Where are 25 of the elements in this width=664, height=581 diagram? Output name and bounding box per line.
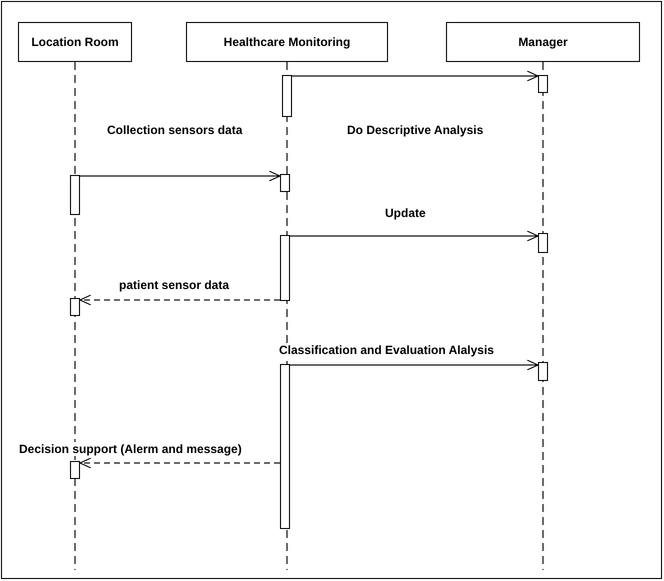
- participant-box: Location Room: [18, 22, 132, 62]
- participant-box: Healthcare Monitoring: [186, 22, 388, 62]
- activation-bar: [538, 233, 548, 253]
- return-message-arrow: [80, 458, 280, 468]
- message-label: Update: [384, 206, 427, 220]
- message-label: Decision support (Alerm and message): [18, 442, 243, 456]
- participant-box: Manager: [446, 22, 640, 62]
- message-label: Collection sensors data: [106, 123, 244, 137]
- activation-bar: [70, 461, 80, 479]
- message-label: Do Descriptive Analysis: [346, 123, 484, 137]
- activation-bar: [538, 362, 548, 381]
- activation-bar: [282, 75, 292, 117]
- message-arrow: [290, 230, 538, 242]
- activation-bar: [280, 174, 290, 192]
- activation-bar: [70, 298, 80, 316]
- activation-bar: [538, 75, 548, 93]
- message-arrow: [290, 360, 538, 370]
- return-message-arrow: [80, 294, 280, 306]
- activation-bar: [280, 364, 290, 529]
- activation-bar: [280, 235, 290, 301]
- message-label: Classification and Evaluation Alalysis: [278, 343, 495, 357]
- message-arrow: [292, 70, 538, 82]
- message-arrow: [80, 170, 280, 182]
- message-label: patient sensor data: [118, 278, 230, 292]
- activation-bar: [70, 175, 80, 215]
